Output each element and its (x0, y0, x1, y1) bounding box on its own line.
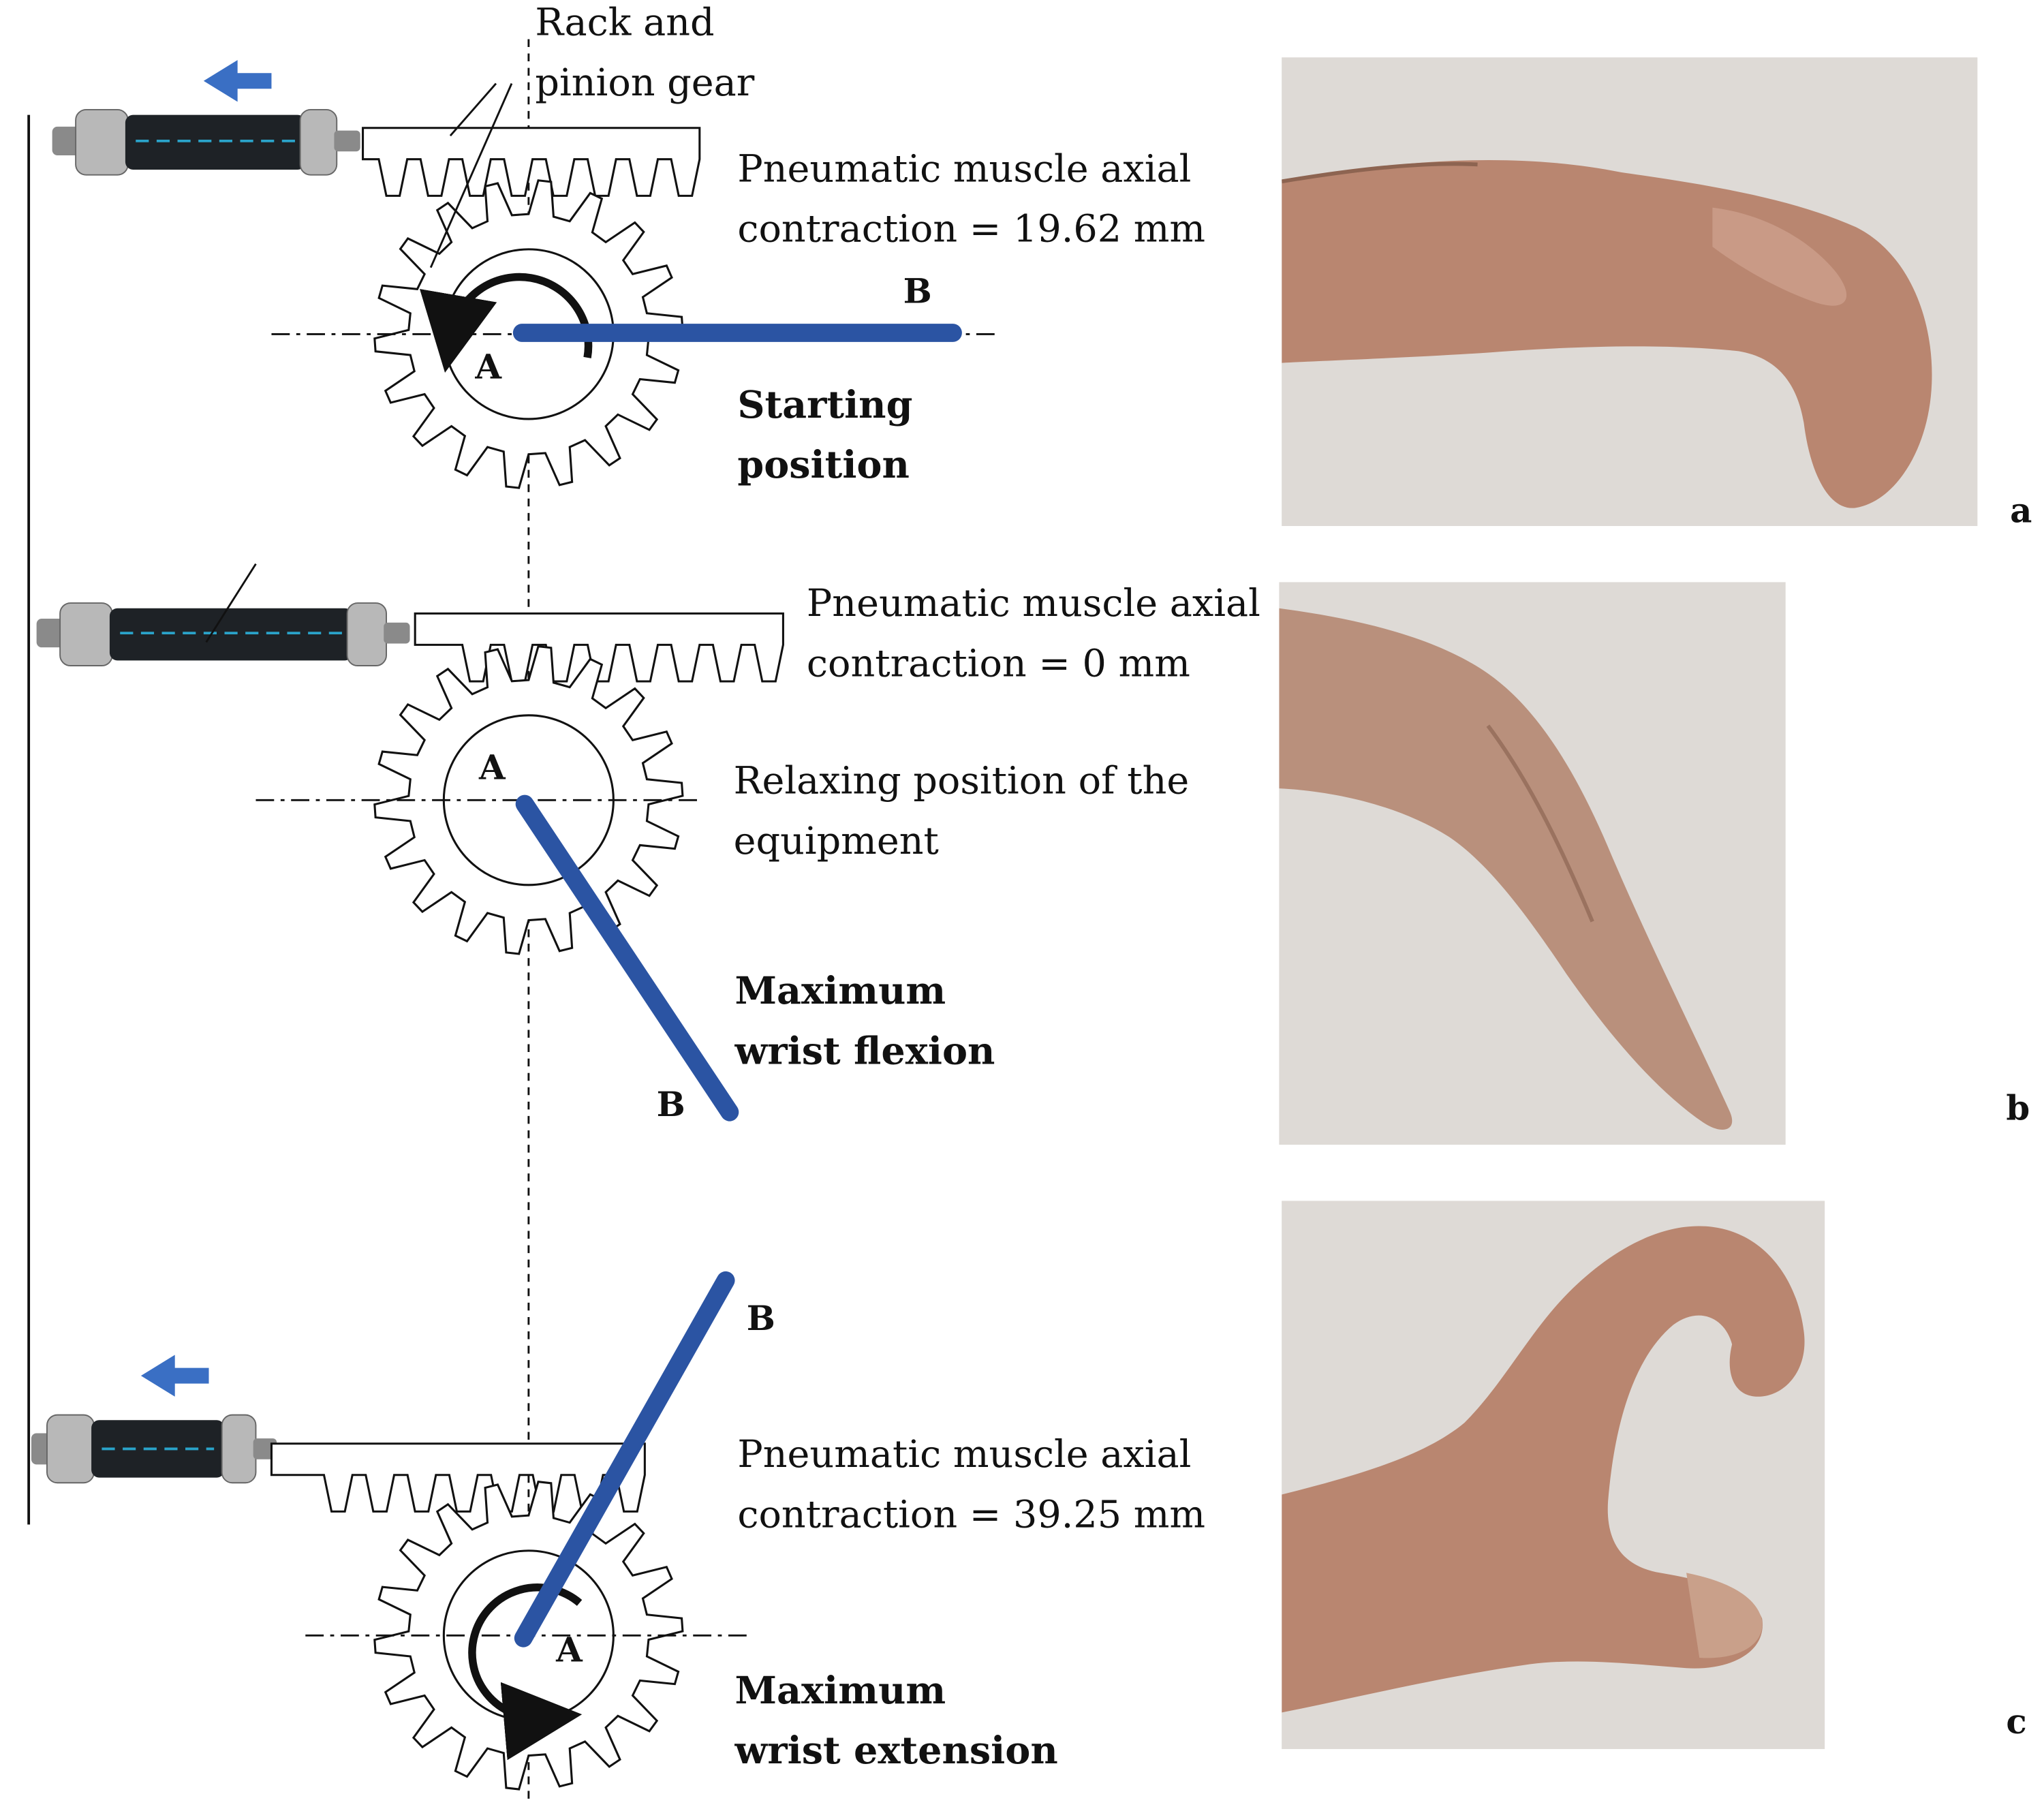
point-a-middle: A (479, 749, 506, 789)
direction-arrow-top (203, 60, 272, 102)
panel-label-a: a (2010, 492, 2032, 531)
max-flexion-line-1: Maximum (734, 968, 946, 1013)
pneumatic-muscle-top (52, 108, 360, 176)
point-b-top: B (903, 273, 932, 312)
panel-label-c: c (2006, 1703, 2027, 1743)
bottom-contraction-line-2: contraction = 39.25 mm (737, 1491, 1206, 1536)
hand-photo-b (1279, 582, 1786, 1145)
max-extension-line-1: Maximum (734, 1668, 946, 1713)
mid-contraction-line-2: contraction = 0 mm (806, 640, 1190, 685)
hand-photo-a (1282, 57, 1978, 527)
photo-relaxed-position (1279, 582, 1786, 1145)
starting-label-line-2: position (737, 442, 910, 487)
rack-top (362, 127, 701, 197)
max-extension-line-2: wrist extension (734, 1728, 1058, 1773)
max-flexion-line-2: wrist flexion (734, 1028, 995, 1073)
pneumatic-muscle-bottom (31, 1414, 277, 1484)
leader-line-pinion (429, 83, 513, 268)
leader-line-middle (205, 563, 257, 643)
relaxing-label-line-1: Relaxing position of the (733, 758, 1190, 803)
lever-middle (515, 794, 739, 1122)
bottom-contraction-line-1: Pneumatic muscle axial (737, 1432, 1192, 1476)
point-b-bottom: B (746, 1300, 775, 1340)
point-a-bottom: A (556, 1631, 583, 1671)
direction-arrow-bottom (140, 1355, 209, 1397)
leader-line-rack (449, 82, 497, 137)
relaxing-label-line-2: equipment (733, 818, 939, 863)
top-contraction-line-2: contraction = 19.62 mm (737, 206, 1206, 251)
hand-photo-c (1282, 1201, 1825, 1750)
photo-extension-position (1282, 1201, 1825, 1750)
rack-middle (414, 612, 784, 683)
rack-and-label: Rack and (535, 0, 715, 45)
point-a-top: A (475, 348, 501, 388)
point-b-middle: B (656, 1085, 685, 1126)
mid-contraction-line-1: Pneumatic muscle axial (806, 581, 1260, 625)
pneumatic-muscle-middle (36, 602, 410, 666)
lever-bottom (514, 1271, 735, 1648)
left-arrow-icon (140, 1355, 209, 1397)
starting-label-line-1: Starting (737, 382, 913, 427)
panel-label-b: b (2006, 1089, 2030, 1130)
pinion-gear-label: pinion gear (535, 60, 755, 105)
left-arrow-icon (203, 60, 272, 102)
photo-starting-position (1282, 57, 1978, 527)
top-contraction-line-1: Pneumatic muscle axial (737, 146, 1192, 191)
